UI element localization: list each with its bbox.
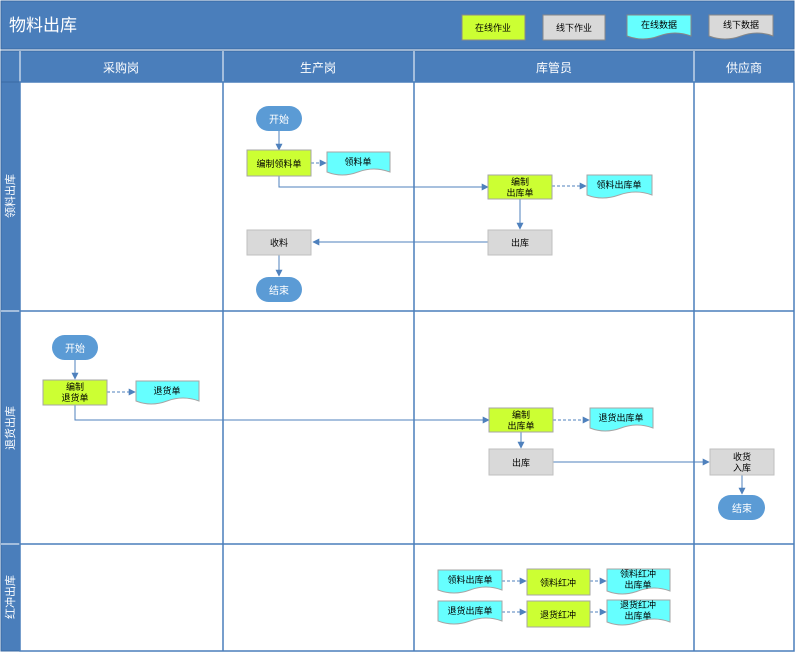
l2-make-outbound-task — [488, 407, 554, 433]
l2-outbound-doc — [589, 407, 654, 432]
l1-end-node — [256, 277, 302, 302]
legend-offline-data — [708, 14, 774, 40]
l1-make-outbound-label-line2: 出库单 — [506, 187, 533, 199]
lane-label-requisition: 领料出库 — [3, 174, 17, 218]
grid — [19, 81, 795, 652]
column-header-purchasing: 采购岗 — [103, 60, 139, 75]
column-header-supplier: 供应商 — [726, 60, 762, 75]
legend: 在线作业 线下作业 在线数据 线下数据 — [461, 14, 774, 41]
lane3-connectors — [502, 577, 607, 616]
legend-offline-task-label: 线下作业 — [556, 22, 592, 34]
l3-return-redflush-doc — [606, 599, 671, 626]
l2-return-doc-label: 退货单 — [153, 385, 180, 397]
l2-outbound-doc-label: 退货出库单 — [598, 412, 643, 424]
l3-return-outbound-doc — [437, 600, 503, 625]
l3-return-redflush-doc-line1: 退货红冲 — [620, 599, 656, 611]
l3-requisition-redflush-doc-line1: 领料红冲 — [620, 568, 656, 580]
l1-start-label: 开始 — [269, 113, 289, 126]
l3-requisition-redflush-doc-line2: 出库单 — [624, 579, 651, 591]
l1-make-requisition-label: 编制领料单 — [256, 158, 301, 170]
legend-online-task — [461, 14, 526, 41]
l3-return-redflush-label: 退货红冲 — [540, 609, 576, 621]
column-header-row — [0, 50, 795, 83]
l1-requisition-doc-label: 领料单 — [344, 156, 371, 168]
l2-end-node — [718, 495, 765, 520]
column-header-production: 生产岗 — [300, 61, 336, 75]
l2-start-label: 开始 — [65, 342, 85, 355]
l2-return-doc — [135, 380, 200, 405]
l1-make-outbound-label-line1: 编制 — [511, 176, 529, 188]
l1-make-requisition-task — [246, 149, 312, 177]
l2-make-return-label-line1: 编制 — [66, 381, 84, 393]
l1-receive-label: 收料 — [270, 237, 288, 249]
l1-receive-task — [246, 229, 312, 256]
l1-outbound-doc-label: 领料出库单 — [596, 179, 641, 191]
l1-requisition-doc — [326, 151, 391, 176]
legend-online-data-label: 在线数据 — [641, 19, 677, 31]
l3-requisition-redflush-doc — [606, 568, 671, 595]
l1-stock-out-task — [487, 229, 553, 256]
lane-label-return: 退货出库 — [3, 406, 17, 450]
l2-make-return-task — [42, 379, 108, 406]
l3-requisition-redflush-task — [526, 568, 591, 596]
l3-return-outbound-doc-label: 退货出库单 — [447, 605, 492, 617]
l3-return-redflush-task — [526, 600, 591, 628]
l2-make-return-label-line2: 退货单 — [61, 392, 88, 404]
l2-start-node — [52, 335, 98, 360]
lane1-connectors — [275, 131, 587, 277]
l3-requisition-redflush-label: 领料红冲 — [540, 577, 576, 589]
l2-make-outbound-label-line2: 出库单 — [507, 420, 534, 432]
lane-label-redflush: 红冲出库 — [3, 575, 17, 619]
l3-requisition-outbound-doc-label: 领料出库单 — [447, 574, 492, 586]
column-header-warehouse: 库管员 — [536, 60, 572, 75]
l3-requisition-outbound-doc — [437, 569, 503, 594]
legend-offline-data-label: 线下数据 — [723, 19, 759, 31]
l2-make-outbound-label-line1: 编制 — [512, 409, 530, 421]
l2-supplier-receive-label-line2: 入库 — [733, 462, 751, 474]
legend-offline-task — [542, 14, 606, 41]
lane2-connectors — [71, 360, 746, 495]
l1-start-node — [256, 106, 302, 131]
l2-supplier-receive-task — [709, 448, 775, 476]
l1-outbound-doc — [586, 174, 653, 199]
l2-end-label: 结束 — [732, 502, 752, 515]
l3-return-redflush-doc-line2: 出库单 — [624, 610, 651, 622]
lane-label-column — [0, 81, 21, 652]
legend-online-task-label: 在线作业 — [475, 22, 511, 34]
l1-make-outbound-task — [487, 174, 553, 200]
page-title: 物料出库 — [9, 16, 77, 36]
l1-stock-out-label: 出库 — [511, 237, 529, 249]
legend-online-data — [626, 14, 692, 40]
l1-end-label: 结束 — [269, 284, 289, 297]
l2-stock-out-task — [488, 448, 554, 476]
l2-supplier-receive-label-line1: 收货 — [733, 451, 751, 463]
l2-stock-out-label: 出库 — [512, 457, 530, 469]
